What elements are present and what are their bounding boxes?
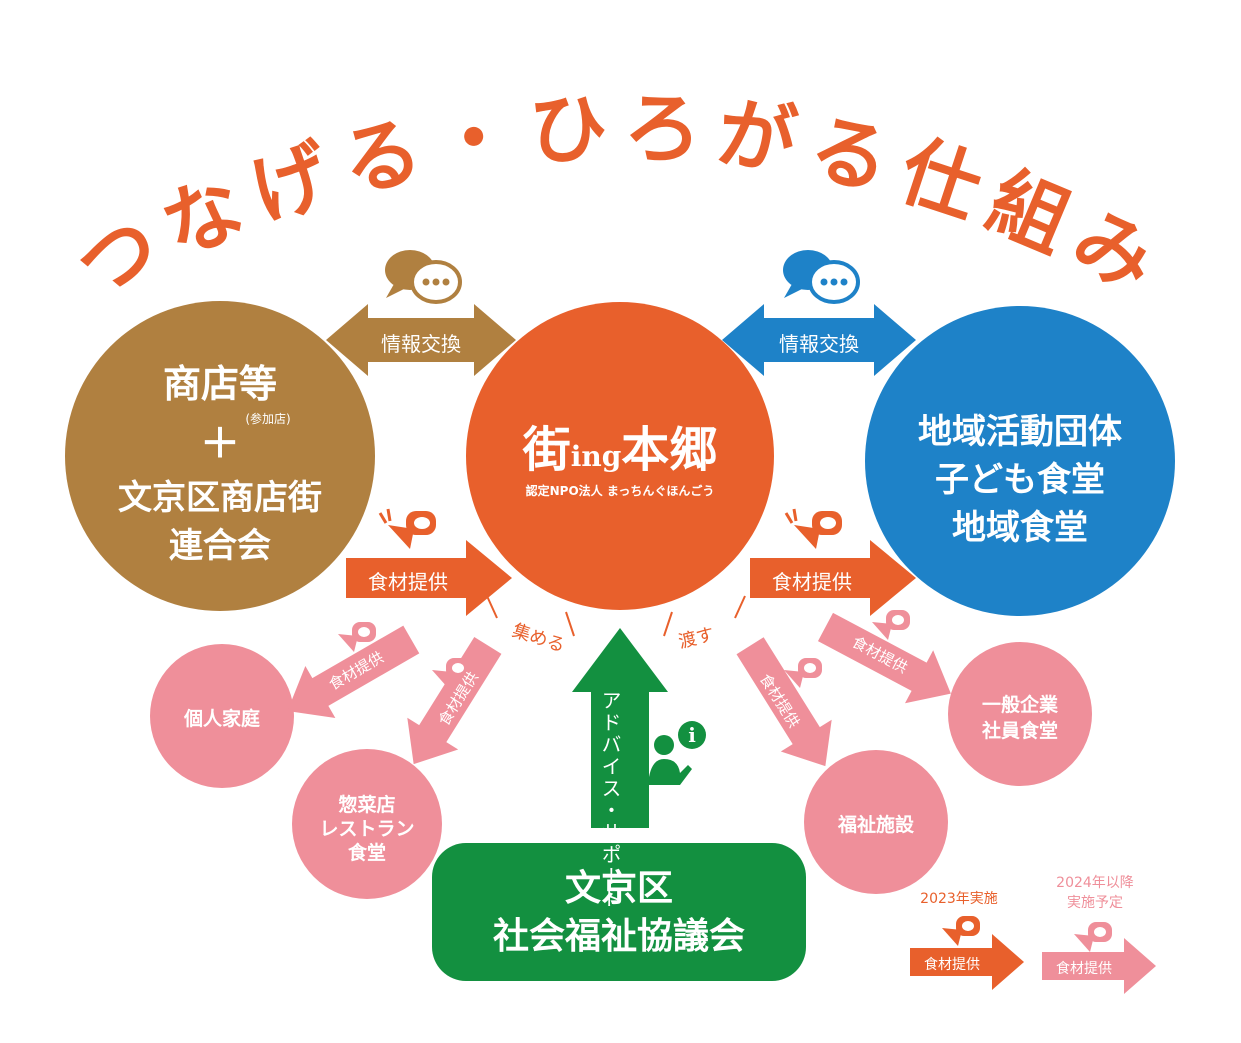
chat-bubbles-icon bbox=[783, 250, 860, 304]
food-icon bbox=[872, 610, 910, 640]
legend-arrow-2024 bbox=[1042, 938, 1156, 994]
pink-arrow-company bbox=[817, 612, 951, 704]
advisor-icon: i bbox=[648, 721, 706, 785]
food-icon bbox=[338, 622, 376, 652]
food-arrow-right bbox=[750, 540, 916, 616]
council-box bbox=[432, 843, 806, 981]
info-arrow-right bbox=[722, 304, 916, 376]
shops-circle bbox=[65, 301, 375, 611]
slash-mark bbox=[486, 595, 575, 637]
info-arrow-left bbox=[326, 304, 516, 376]
food-icon bbox=[784, 508, 842, 549]
slash-mark bbox=[663, 595, 746, 637]
advice-arrow bbox=[572, 628, 668, 828]
company-circle bbox=[948, 642, 1092, 786]
chat-bubbles-icon bbox=[385, 250, 462, 304]
center-circle bbox=[466, 302, 774, 610]
food-icon bbox=[432, 658, 470, 688]
welfare-circle bbox=[804, 750, 948, 894]
households-circle bbox=[150, 644, 294, 788]
food-icon bbox=[784, 658, 822, 688]
pink-arrow-welfare bbox=[736, 637, 832, 767]
food-icon bbox=[378, 508, 436, 549]
pink-arrow-households bbox=[287, 625, 420, 718]
diagram-title: つなげる・ひろがる仕組み bbox=[63, 82, 1182, 316]
legend-food-icon bbox=[942, 916, 980, 946]
food-arrow-left bbox=[346, 540, 512, 616]
legend-food-icon bbox=[1074, 922, 1112, 952]
deli-circle bbox=[292, 749, 442, 899]
community-circle bbox=[865, 306, 1175, 616]
pink-arrow-deli bbox=[407, 636, 502, 765]
legend-arrow-2023 bbox=[910, 934, 1024, 990]
svg-text:i: i bbox=[688, 723, 696, 747]
